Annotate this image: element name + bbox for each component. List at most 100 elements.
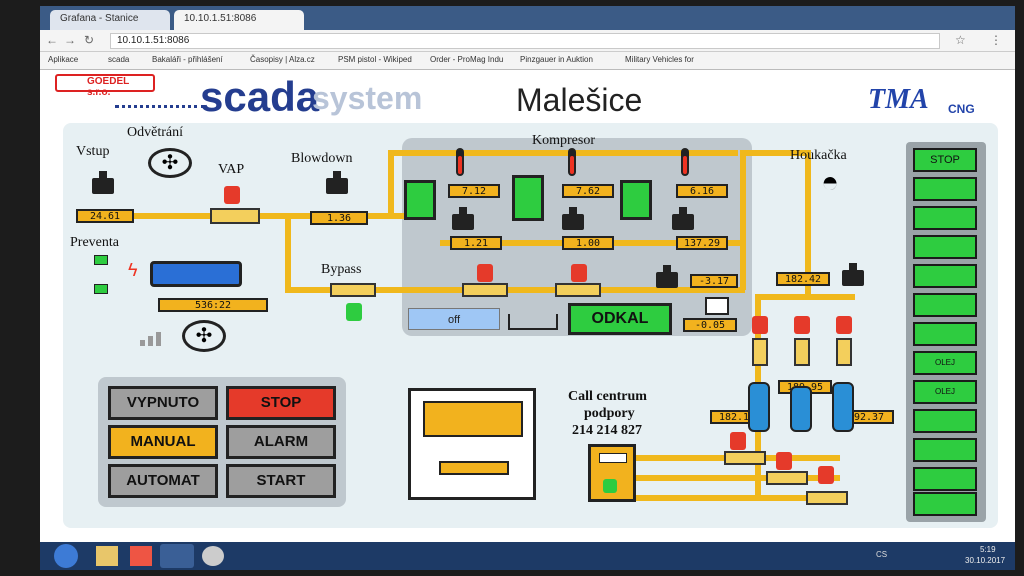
side-stop-button[interactable]: STOP	[913, 148, 977, 172]
dispenser-pipe-3	[600, 495, 840, 501]
pressure-sensor-icon	[326, 171, 348, 194]
fan-icon: ✣	[182, 320, 226, 352]
logo-dotted-line	[115, 105, 205, 108]
clock-time: 5:19	[980, 545, 996, 554]
side-button[interactable]	[913, 467, 977, 491]
page-title: Malešice	[516, 82, 643, 118]
value-k1-press: 1.21	[450, 236, 502, 250]
valve-vap[interactable]	[210, 208, 260, 224]
side-button[interactable]	[913, 235, 977, 259]
app-icon[interactable]	[202, 546, 224, 566]
lock-icon	[752, 316, 768, 334]
clock-date: 30.10.2017	[965, 556, 1006, 565]
odkal-button[interactable]: ODKAL	[568, 303, 672, 335]
value-k2-temp: 7.62	[562, 184, 614, 198]
side-button[interactable]	[913, 177, 977, 201]
lang-indicator[interactable]: CS	[876, 550, 888, 559]
side-button[interactable]	[913, 322, 977, 346]
lock-icon	[346, 303, 362, 321]
vypnuto-button[interactable]: VYPNUTO	[108, 386, 218, 420]
bookmark-item[interactable]: Bakaláři - přihlášení	[152, 55, 223, 64]
scada-logo-text: scada	[200, 73, 320, 120]
stop-button[interactable]: STOP	[226, 386, 336, 420]
tab-grafana[interactable]: Grafana - Stanice	[50, 10, 170, 30]
start-icon[interactable]	[54, 544, 78, 568]
value-preventa-time: 536:22	[158, 298, 268, 312]
side-olej-button[interactable]: OLEJ	[913, 380, 977, 404]
address-bar: ← → ↻ 10.10.1.51:8086 ☆ ⋮	[40, 30, 1015, 52]
lock-icon	[794, 316, 810, 334]
star-icon[interactable]: ☆	[955, 33, 966, 47]
bookmark-item[interactable]: Časopisy | Alza.cz	[250, 55, 315, 64]
off-indicator[interactable]: off	[408, 308, 500, 330]
label-call-centrum: Call centrum	[568, 389, 647, 404]
lock-icon	[730, 432, 746, 450]
forward-icon[interactable]: →	[64, 33, 76, 47]
valve-dispenser-1[interactable]	[724, 451, 766, 465]
valve-dispenser-2[interactable]	[766, 471, 808, 485]
bookmark-item[interactable]: Pinzgauer in Auktion	[520, 55, 593, 64]
bookmark-item[interactable]: Aplikace	[48, 55, 79, 64]
side-button[interactable]	[913, 264, 977, 288]
label-vap: VAP	[218, 162, 245, 177]
explorer-icon[interactable]	[96, 546, 118, 566]
drain-tank-icon	[508, 314, 558, 330]
bookmark-item[interactable]: scada	[108, 55, 130, 64]
side-button[interactable]	[913, 293, 977, 317]
valve-bypass[interactable]	[330, 283, 376, 297]
distribution-pipe	[755, 294, 855, 300]
side-button[interactable]	[913, 206, 977, 230]
browser-tab-bar: Grafana - Stanice 10.10.1.51:8086	[40, 6, 1015, 30]
side-button[interactable]	[913, 492, 977, 516]
bookmark-item[interactable]: PSM pistol - Wikiped	[338, 55, 412, 64]
url-input[interactable]: 10.10.1.51:8086	[110, 33, 940, 49]
value-k2-press: 1.00	[562, 236, 614, 250]
value-k3-aux2: -0.05	[683, 318, 737, 332]
dispenser-pipe-1	[600, 455, 840, 461]
valve-bank-3[interactable]	[836, 338, 852, 366]
company-logo: GOEDEL s.r.o.	[55, 74, 155, 98]
dispenser-icon[interactable]	[588, 444, 636, 502]
label-houkacka: Houkačka	[790, 148, 847, 163]
valve-bank-2[interactable]	[794, 338, 810, 366]
side-olej-button[interactable]: OLEJ	[913, 351, 977, 375]
manual-button[interactable]: MANUAL	[108, 425, 218, 459]
siren-icon: ◓	[820, 166, 840, 199]
label-odvetrani: Odvětrání	[127, 125, 183, 140]
back-icon[interactable]: ←	[46, 33, 58, 47]
signal-icon	[140, 330, 170, 346]
label-kompresor: Kompresor	[532, 133, 595, 148]
bookmark-item[interactable]: Military Vehicles for	[625, 55, 694, 64]
storage-tank-icon	[790, 386, 812, 432]
label-vstup: Vstup	[76, 144, 110, 159]
valve-comp-1[interactable]	[462, 283, 508, 297]
automat-button[interactable]: AUTOMAT	[108, 464, 218, 498]
comp-top-pipe	[388, 150, 738, 156]
taskbar: CS 5:19 30.10.2017	[40, 542, 1015, 570]
lock-icon	[571, 264, 587, 282]
value-vstup: 24.61	[76, 209, 134, 223]
tab-scada[interactable]: 10.10.1.51:8086	[174, 10, 304, 30]
lightning-icon: ϟ	[128, 260, 138, 280]
chrome-icon[interactable]	[160, 544, 194, 568]
outlet-riser	[805, 150, 811, 300]
label-bypass: Bypass	[321, 262, 362, 277]
side-button[interactable]	[913, 438, 977, 462]
pressure-sensor-icon	[562, 207, 584, 230]
bookmark-item[interactable]: Order - ProMag Indu	[430, 55, 504, 64]
alarm-button[interactable]: ALARM	[226, 425, 336, 459]
thermometer-icon	[456, 148, 464, 176]
side-button[interactable]	[913, 409, 977, 433]
valve-bank-1[interactable]	[752, 338, 768, 366]
valve-dispenser-3[interactable]	[806, 491, 848, 505]
valve-comp-2[interactable]	[555, 283, 601, 297]
menu-icon[interactable]: ⋮	[990, 33, 1002, 47]
reload-icon[interactable]: ↻	[84, 33, 95, 47]
media-icon[interactable]	[130, 546, 152, 566]
storage-tank-icon	[832, 382, 854, 432]
lock-icon	[224, 186, 240, 204]
start-button[interactable]: START	[226, 464, 336, 498]
thermometer-icon	[681, 148, 689, 176]
pressure-sensor-icon	[656, 265, 678, 288]
fan-icon: ✣	[148, 148, 192, 178]
